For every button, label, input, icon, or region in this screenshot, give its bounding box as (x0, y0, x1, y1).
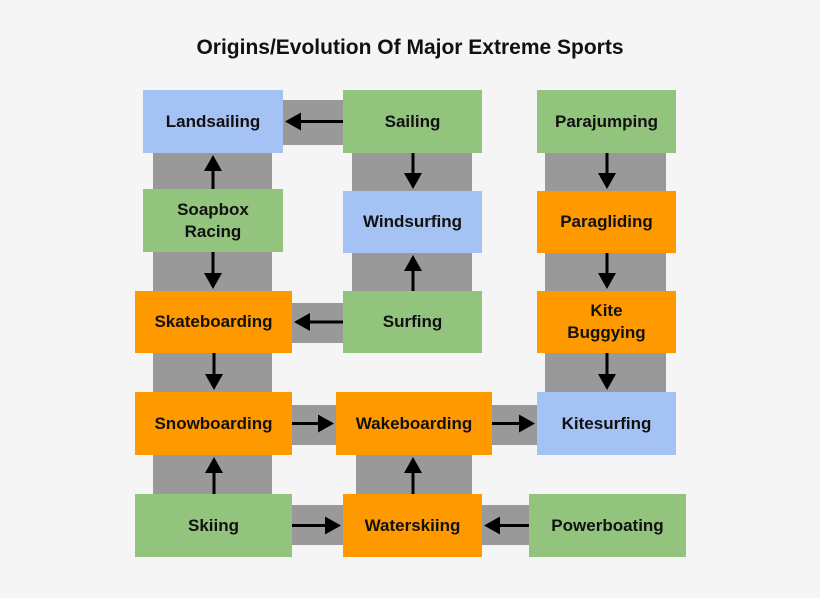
node-wakeboarding: Wakeboarding (336, 392, 492, 455)
node-landsailing: Landsailing (143, 90, 283, 153)
arrow-skiing-to-snowboarding (205, 457, 223, 494)
node-kitesurfing: Kitesurfing (537, 392, 676, 455)
arrow-surfing-to-skateboarding (294, 313, 343, 331)
arrow-paragliding-to-kitebuggying (598, 253, 616, 289)
node-windsurfing: Windsurfing (343, 191, 482, 253)
arrow-parajumping-to-paragliding (598, 153, 616, 189)
diagram-title: Origins/Evolution Of Major Extreme Sport… (196, 36, 624, 59)
arrow-sailing-to-windsurfing (404, 153, 422, 189)
arrow-sailing-to-landsailing (285, 112, 343, 131)
node-sailing: Sailing (343, 90, 482, 153)
arrow-kitebuggying-to-kitesurfing (598, 353, 616, 390)
arrow-skiing-to-waterskiing (292, 516, 341, 535)
arrow-powerboating-to-waterskiing (484, 516, 529, 535)
node-paragliding: Paragliding (537, 191, 676, 253)
node-surfing: Surfing (343, 291, 482, 353)
node-parajumping: Parajumping (537, 90, 676, 153)
node-snowboarding: Snowboarding (135, 392, 292, 455)
node-kite-buggying: Kite Buggying (537, 291, 676, 353)
arrow-skateboarding-to-snowboarding (205, 353, 223, 390)
node-skateboarding: Skateboarding (135, 291, 292, 353)
node-soapbox-racing: Soapbox Racing (143, 189, 283, 252)
node-waterskiing: Waterskiing (343, 494, 482, 557)
arrow-wakeboarding-to-kitesurfing (492, 414, 535, 433)
arrow-surfing-to-windsurfing (404, 255, 422, 291)
node-skiing: Skiing (135, 494, 292, 557)
arrow-soapbox-to-landsailing (204, 155, 222, 189)
arrow-soapbox-to-skateboarding (204, 252, 222, 289)
node-powerboating: Powerboating (529, 494, 686, 557)
arrow-snowboarding-to-wakeboarding (292, 414, 334, 433)
arrow-waterskiing-to-wakeboarding (404, 457, 422, 494)
